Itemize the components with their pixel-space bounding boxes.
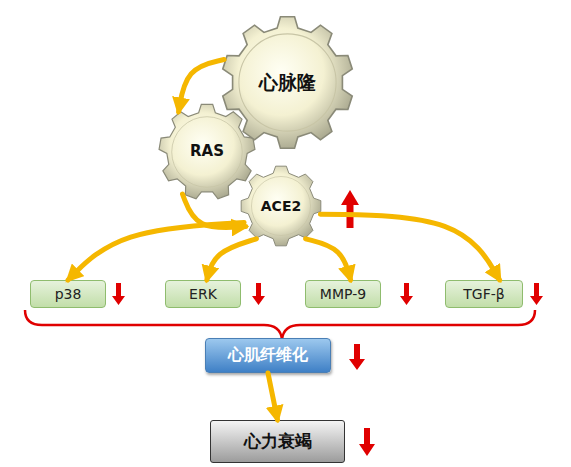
gear-ring (251, 176, 310, 235)
node-label: ACE2 (261, 198, 301, 214)
grouping-brace (25, 310, 535, 339)
node-label: ERK (189, 286, 217, 302)
flow-arrow (183, 194, 246, 227)
gear-node: RAS (158, 103, 256, 201)
decrease-arrow (530, 283, 543, 305)
node-label: TGF-β (463, 286, 504, 302)
node-label: 心力衰竭 (244, 432, 312, 452)
node-label: MMP-9 (320, 286, 366, 302)
decrease-arrow (112, 283, 125, 305)
flow-arrow (207, 239, 257, 280)
gear-ring (239, 34, 336, 131)
gear-shape (159, 104, 255, 198)
decrease-arrow (252, 283, 265, 305)
increase-arrow (347, 203, 354, 228)
flow-arrow (320, 214, 499, 280)
gear-ring (172, 117, 243, 188)
node-label: 心脉隆 (259, 72, 316, 94)
factor-box: p38 (30, 280, 106, 308)
outcome-box: 心力衰竭 (210, 420, 345, 463)
gear-node: 心脉隆 (220, 15, 355, 150)
gear-shape (223, 17, 352, 149)
factor-box: MMP-9 (305, 280, 381, 308)
flow-arrow (68, 222, 244, 280)
increase-arrow-head (341, 190, 359, 205)
decrease-arrow (400, 283, 413, 305)
factor-box: TGF-β (445, 280, 523, 308)
decrease-arrow (359, 428, 375, 456)
outcome-box: 心肌纤维化 (205, 338, 331, 373)
decrease-arrow (349, 344, 365, 370)
factor-box: ERK (165, 280, 241, 308)
gear-shape (241, 166, 321, 246)
gear-node: ACE2 (240, 165, 322, 247)
node-label: p38 (55, 286, 82, 302)
node-label: RAS (190, 143, 224, 160)
flow-arrow (268, 373, 278, 420)
flow-arrow (306, 239, 351, 280)
node-label: 心肌纤维化 (228, 346, 308, 364)
